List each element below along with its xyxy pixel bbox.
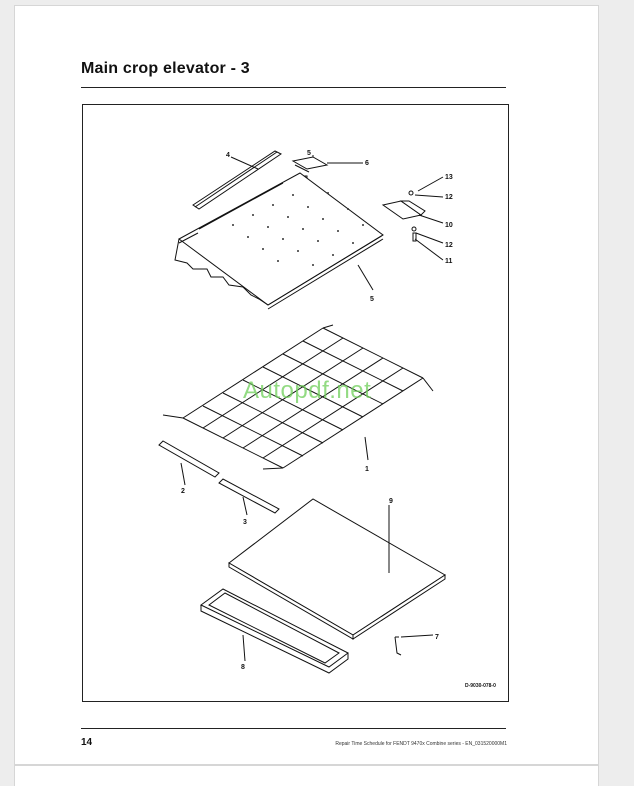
page-number: 14 bbox=[81, 737, 93, 748]
callout-13: 13 bbox=[445, 174, 453, 181]
part-2-rail bbox=[158, 440, 220, 478]
callout-10: 10 bbox=[445, 222, 453, 229]
footer-rule bbox=[81, 728, 506, 729]
document-page: Main crop elevator - 3 bbox=[15, 6, 598, 764]
part-9-panel bbox=[228, 498, 446, 640]
part-5-plate bbox=[174, 172, 384, 310]
title-rule bbox=[81, 87, 506, 88]
parts-drawing: 4 5 6 13 12 10 12 11 5 1 2 3 9 7 8 D-903… bbox=[158, 150, 496, 689]
exploded-view-figure: 4 5 6 13 12 10 12 11 5 1 2 3 9 7 8 D-903… bbox=[82, 104, 509, 702]
part-7-hook bbox=[394, 636, 402, 656]
next-page-edge bbox=[15, 766, 598, 786]
drawing-id: D-9030-078-0 bbox=[465, 683, 496, 689]
part-3-rail bbox=[218, 478, 280, 514]
callout-5-plate: 5 bbox=[370, 296, 374, 303]
callout-12-bottom: 12 bbox=[445, 242, 453, 249]
callout-9: 9 bbox=[389, 498, 393, 505]
callout-7: 7 bbox=[435, 634, 439, 641]
part-10-bracket bbox=[381, 190, 426, 242]
page-title: Main crop elevator - 3 bbox=[81, 60, 250, 77]
callout-1: 1 bbox=[365, 466, 369, 473]
footer-text: Repair Time Schedule for FENDT 9470x Com… bbox=[335, 741, 507, 747]
callout-8: 8 bbox=[241, 664, 245, 671]
callout-5: 5 bbox=[307, 150, 311, 157]
callout-6: 6 bbox=[365, 160, 369, 167]
callout-12-top: 12 bbox=[445, 194, 453, 201]
callout-2: 2 bbox=[181, 488, 185, 495]
callout-4: 4 bbox=[226, 152, 230, 159]
part-4-strip bbox=[192, 150, 282, 210]
leader-lines bbox=[180, 155, 444, 662]
watermark: Autopdf.net bbox=[243, 377, 372, 404]
callout-3: 3 bbox=[243, 519, 247, 526]
callout-11: 11 bbox=[445, 258, 453, 265]
part-1-frame bbox=[162, 324, 434, 470]
part-8-frame bbox=[200, 588, 349, 674]
